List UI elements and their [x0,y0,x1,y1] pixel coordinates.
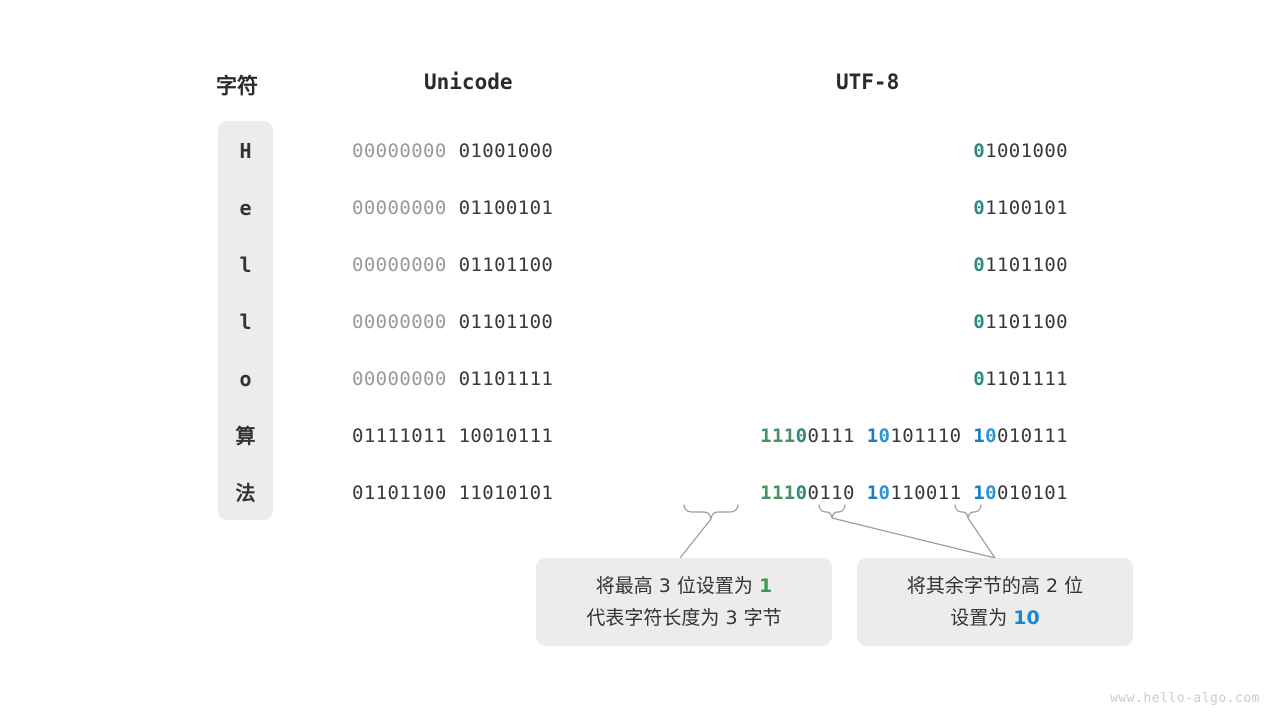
unicode-cell: 01101100 11010101 [352,480,612,506]
unicode-high-byte: 00000000 [352,197,447,219]
character-cell: l [239,253,252,277]
callout-right-line2: 设置为 10 [950,602,1040,634]
utf8-cell: 11100110 10110011 10010101 [760,480,1068,506]
utf8-bit-segment: 1101100 [985,311,1068,333]
utf8-bit-segment: 0 [973,368,986,390]
character-cell: o [239,367,252,391]
unicode-low-byte: 11010101 [458,482,554,504]
callout-continuation-bits: 将其余字节的高 2 位 设置为 10 [857,558,1133,646]
column-header-unicode: Unicode [424,70,513,94]
callout-left-highlight: 1 [758,575,773,597]
callout-right-line2-pre: 设置为 [950,607,1014,629]
utf8-bit-segment: 0 [985,482,997,504]
utf8-bit-segment: 1001000 [985,140,1068,162]
utf8-cell: 01100101 [973,195,1068,221]
callout-leading-bits: 将最高 3 位设置为 1 代表字符长度为 3 字节 [536,558,832,646]
unicode-cell: 00000000 01100101 [352,195,612,221]
unicode-cell: 00000000 01101100 [352,309,612,335]
utf8-bit-segment: 111 [760,482,796,504]
utf8-bit-segment: 010101 [996,482,1068,504]
utf8-bit-segment: 1100101 [985,197,1068,219]
utf8-bit-segment: 1101111 [985,368,1068,390]
utf8-bit-segment: 110011 [890,482,974,504]
column-header-utf8: UTF-8 [836,70,900,94]
utf8-bit-segment: 0 [973,197,986,219]
utf8-bit-segment: 0 [973,311,986,333]
unicode-high-byte: 00000000 [352,368,447,390]
unicode-high-byte: 00000000 [352,140,447,162]
callout-left-line1: 将最高 3 位设置为 1 [596,570,772,602]
utf8-cell: 01101111 [973,366,1068,392]
utf8-bit-segment: 1 [866,482,879,504]
utf8-bit-segment: 1101100 [985,254,1068,276]
utf8-bit-segment: 010111 [996,425,1068,447]
character-cell: 法 [235,481,256,505]
callout-right-highlight: 10 [1013,607,1040,629]
utf8-bit-segment: 0 [973,140,986,162]
utf8-bit-segment: 0 [973,254,986,276]
utf8-bit-segment: 0111 [807,425,867,447]
unicode-high-byte: 00000000 [352,254,447,276]
utf8-bit-segment: 1 [973,482,986,504]
utf8-bit-segment: 1 [866,425,879,447]
character-cell: H [239,139,252,163]
unicode-cell: 00000000 01101100 [352,252,612,278]
unicode-low-byte: 01101100 [458,254,554,276]
callout-left-line1-pre: 将最高 3 位设置为 [595,575,759,597]
column-header-character: 字符 [216,74,258,98]
watermark: www.hello-algo.com [1110,691,1260,706]
callout-left-line2: 代表字符长度为 3 字节 [586,607,782,629]
utf8-bit-segment: 0110 [807,482,867,504]
utf8-bit-segment: 1 [973,425,986,447]
unicode-high-byte: 00000000 [352,311,447,333]
unicode-low-byte: 10010111 [458,425,554,447]
unicode-cell: 00000000 01001000 [352,138,612,164]
unicode-low-byte: 01101100 [458,311,554,333]
utf8-bit-segment: 0 [878,425,891,447]
utf8-cell: 01101100 [973,309,1068,335]
unicode-high-byte: 01111011 [352,425,447,447]
unicode-high-byte: 01101100 [352,482,447,504]
utf8-bit-segment: 0 [985,425,997,447]
unicode-cell: 00000000 01101111 [352,366,612,392]
utf8-cell: 01001000 [973,138,1068,164]
utf8-bit-segment: 111 [760,425,796,447]
character-cell: l [239,310,252,334]
utf8-bit-segment: 101110 [890,425,974,447]
character-cell: 算 [235,424,256,448]
character-column-panel [218,121,273,520]
unicode-low-byte: 01101111 [458,368,554,390]
unicode-low-byte: 01100101 [458,197,554,219]
unicode-cell: 01111011 10010111 [352,423,612,449]
utf8-bit-segment: 0 [795,425,808,447]
utf8-bit-segment: 0 [878,482,891,504]
utf8-cell: 01101100 [973,252,1068,278]
character-cell: e [239,196,252,220]
utf8-cell: 11100111 10101110 10010111 [760,423,1068,449]
callout-right-line1: 将其余字节的高 2 位 [906,575,1084,597]
utf8-bit-segment: 0 [795,482,808,504]
unicode-low-byte: 01001000 [458,140,554,162]
